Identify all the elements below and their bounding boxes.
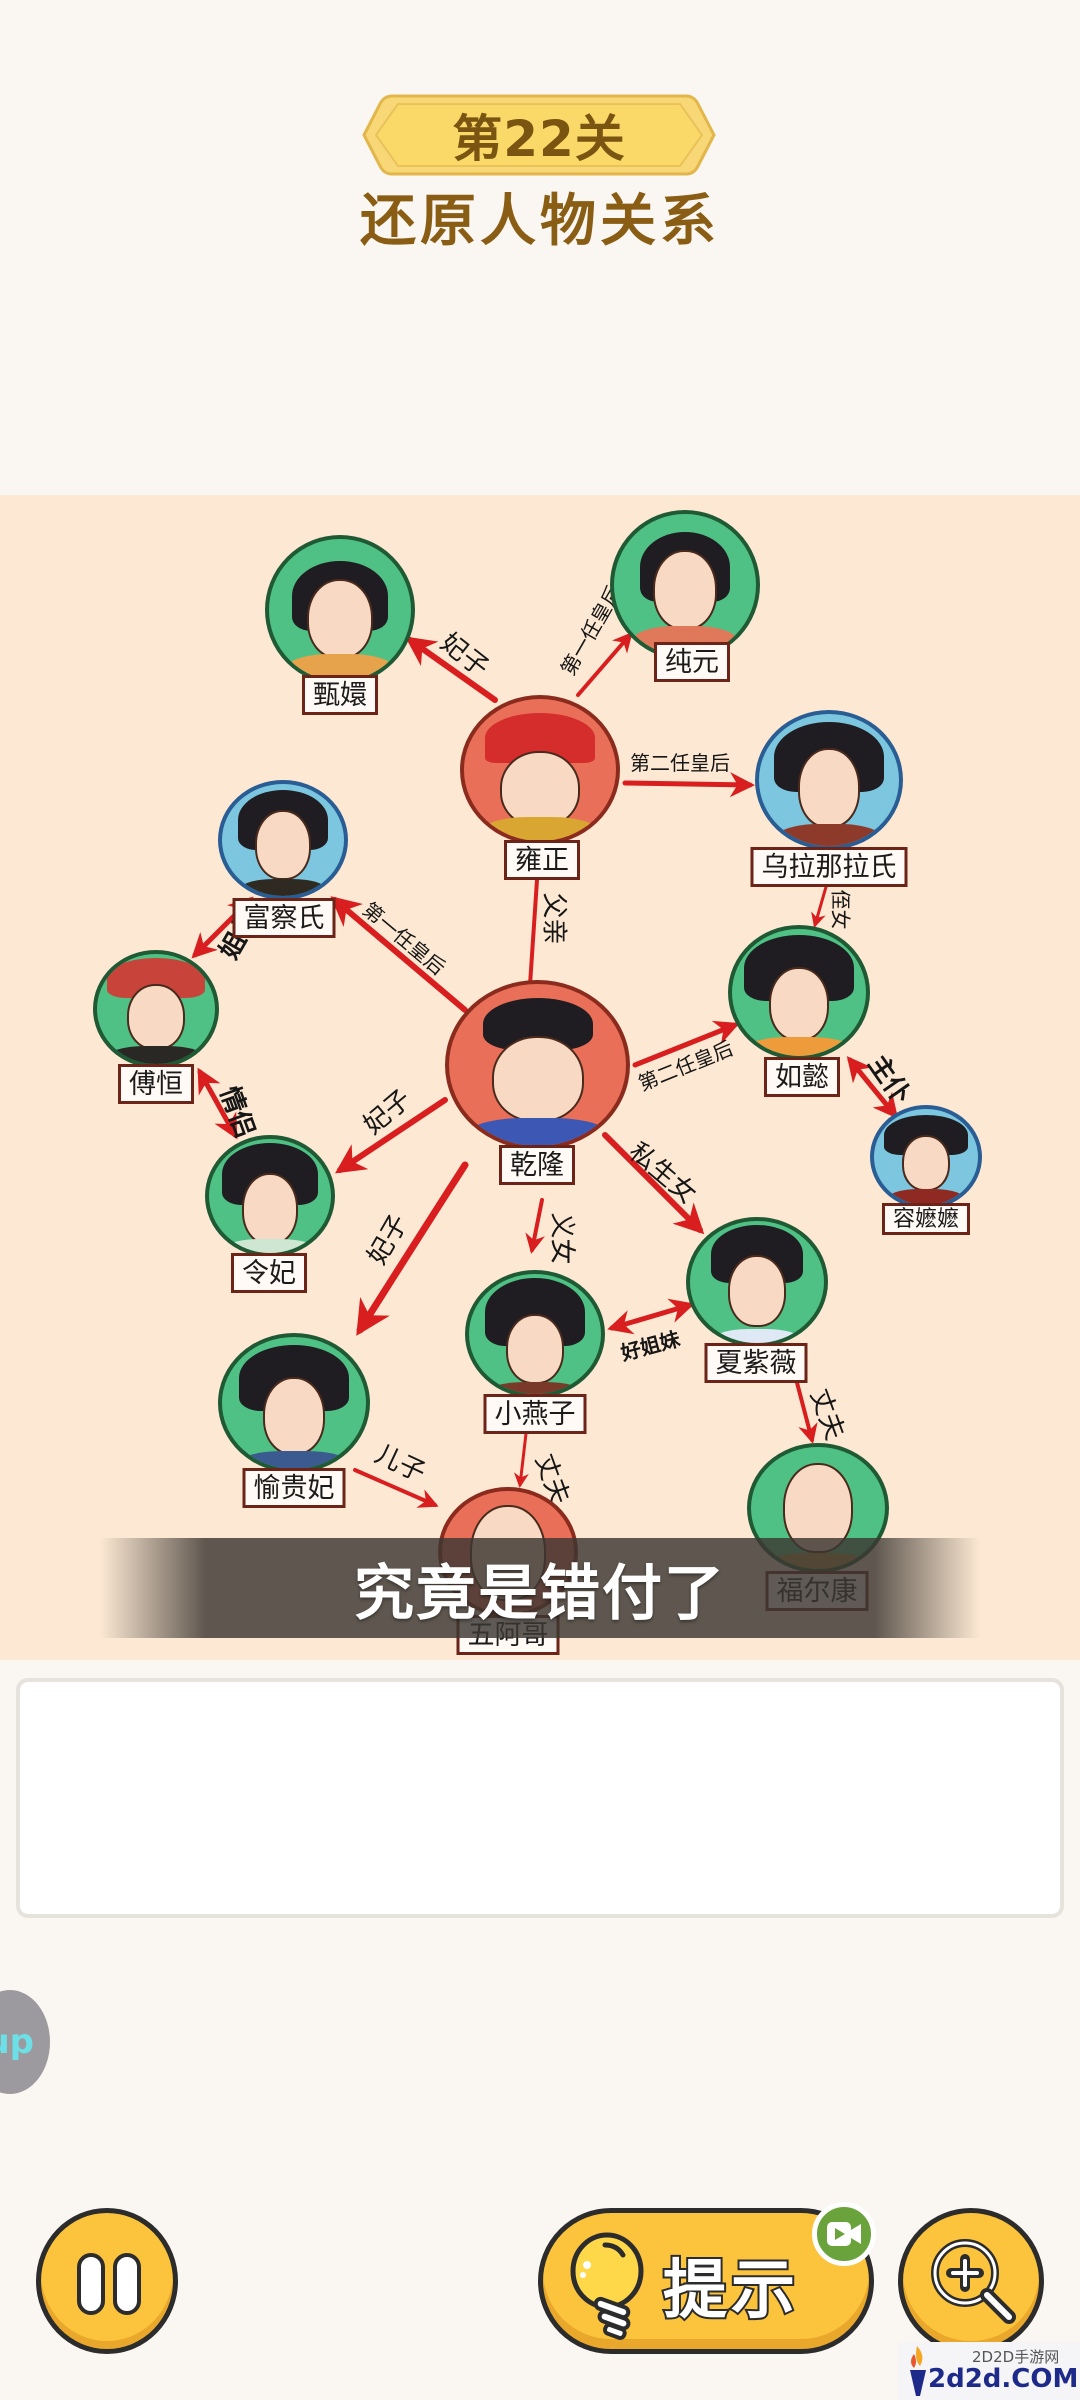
hint-button[interactable]: 提示 [538,2208,874,2354]
name-tag: 夏紫薇 [704,1343,808,1383]
name-tag: 愉贵妃 [242,1468,346,1508]
side-tab-label: up [0,2022,34,2062]
portrait [686,1217,828,1347]
portrait [93,950,219,1068]
answer-area[interactable] [16,1678,1064,1918]
name-tag: 容嬷嬷 [881,1203,971,1235]
portrait [205,1135,335,1257]
name-tag: 富察氏 [232,898,336,938]
name-tag: 傅恒 [118,1064,194,1104]
side-up-tab[interactable]: up [0,1990,50,2094]
zoom-in-button[interactable] [898,2208,1044,2354]
edge-label: 父亲 [538,892,569,945]
name-tag: 甄嬛 [302,675,378,715]
relationship-diagram: 妃子 第一任皇后 第二任皇后 父亲 第一任皇后 姐弟 情侣 妃子 妃子 第二任皇… [0,495,1080,1660]
portrait [870,1105,982,1209]
name-tag: 乾隆 [499,1145,575,1185]
portrait [728,925,870,1060]
pause-icon [113,2253,141,2315]
level-plaque: 第22关 [362,92,716,178]
name-tag: 令妃 [231,1253,307,1293]
portrait [755,710,903,850]
watermark-top: 2D2D手游网 [972,2348,1060,2366]
portrait [445,980,630,1150]
portrait [465,1270,605,1398]
name-tag: 如懿 [764,1057,840,1097]
lightbulb-icon [570,2232,644,2340]
video-icon [827,2222,861,2246]
portrait [218,1333,370,1473]
zoom-in-icon [931,2239,1016,2324]
torch-logo-icon [910,2346,926,2396]
watermark: 2D2D手游网 2d2d.COM [898,2342,1080,2400]
level-number: 第22关 [452,110,626,168]
portrait [218,780,348,900]
watermark-main: 2d2d.COM [928,2364,1079,2394]
name-tag: 雍正 [504,840,580,880]
edge-label: 第二任皇后 [630,751,730,775]
hint-label: 提示 [661,2252,799,2330]
relationship-edges [191,631,899,1508]
portrait [460,695,620,845]
subtitle-overlay: 究竟是错付了 [100,1538,980,1638]
name-tag: 纯元 [654,642,730,682]
pause-icon [77,2253,105,2315]
edge-label: 义女 [546,1212,577,1265]
portrait [610,510,760,660]
subtitle-text: 究竟是错付了 [354,1558,726,1629]
plaque-shape [362,94,716,176]
page-title: 还原人物关系 [360,189,720,254]
name-tag: 乌拉那拉氏 [750,847,908,887]
pause-button[interactable] [36,2208,178,2354]
portrait [265,535,415,685]
name-tag: 小燕子 [483,1394,587,1434]
edge-label: 侄女 [828,889,853,930]
video-ad-badge[interactable] [812,2202,876,2266]
